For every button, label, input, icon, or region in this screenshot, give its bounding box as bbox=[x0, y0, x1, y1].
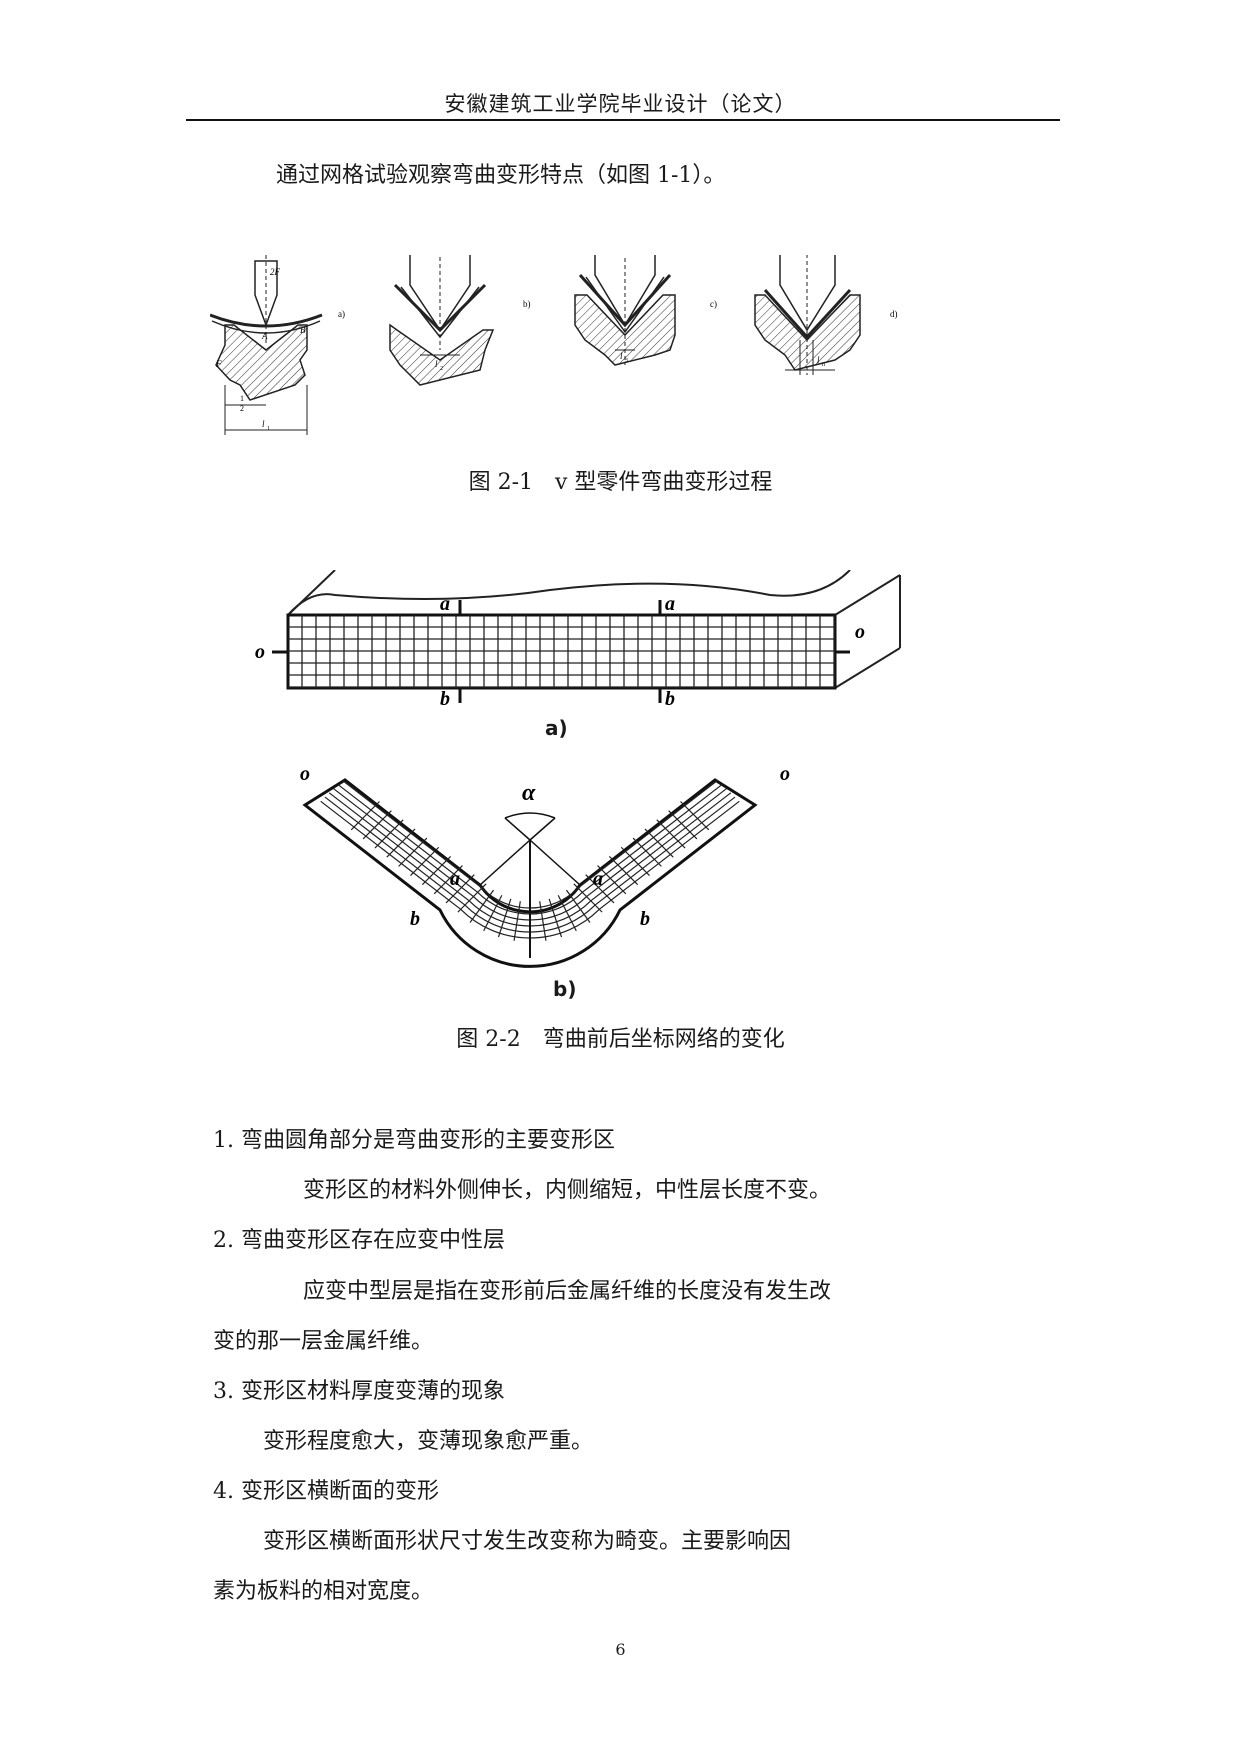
section-4-body-line-2: 素为板料的相对宽度。 bbox=[213, 1579, 434, 1604]
grid-lines-bent bbox=[320, 779, 740, 942]
bend-angle-label: α bbox=[522, 780, 536, 806]
l1-subscript: 1 bbox=[267, 426, 270, 432]
point-a-label: A bbox=[261, 331, 268, 341]
section-4-heading: 4. 变形区横断面的变形 bbox=[213, 1479, 439, 1504]
l2-label: l bbox=[435, 359, 438, 369]
ln-label: l bbox=[817, 355, 820, 365]
section-2-body-line-2: 变的那一层金属纤维。 bbox=[213, 1329, 434, 1354]
page-header-title: 安徽建筑工业学院毕业设计（论文） bbox=[444, 92, 797, 116]
figure-v-bending-process: 2F A B F 1 2 l 1 a) l 2 b) l 3 c) bbox=[210, 255, 898, 435]
page-number: 6 bbox=[615, 1640, 626, 1659]
marker-b-left: b bbox=[440, 688, 450, 710]
marker-a-right: a bbox=[665, 593, 675, 615]
section-1-heading: 1. 弯曲圆角部分是弯曲变形的主要变形区 bbox=[213, 1128, 615, 1153]
panel-b-label: b) bbox=[523, 299, 531, 309]
panel-a-label: a) bbox=[338, 309, 345, 319]
ln-subscript: n bbox=[822, 362, 825, 368]
l3-subscript: 3 bbox=[625, 358, 628, 364]
figure-2-2-panel-b-label: b) bbox=[553, 977, 577, 1001]
panel-c-diagram: l 3 c) bbox=[574, 255, 717, 366]
marker-b-right: b bbox=[665, 688, 675, 710]
panel-a-diagram: 2F A B F 1 2 l 1 a) bbox=[210, 255, 345, 435]
figure-2-2-caption: 图 2-2 弯曲前后坐标网络的变化 bbox=[456, 1027, 785, 1052]
half-denominator: 2 bbox=[240, 404, 244, 413]
grid-lines bbox=[288, 615, 835, 688]
l2-subscript: 2 bbox=[440, 366, 443, 372]
bent-marker-a-right: a bbox=[593, 868, 603, 890]
section-2-body-line-1: 应变中型层是指在变形前后金属纤维的长度没有发生改 bbox=[303, 1279, 832, 1304]
figure-grid-after-bending: α a a b b o o bbox=[300, 763, 790, 968]
section-2-heading: 2. 弯曲变形区存在应变中性层 bbox=[213, 1228, 505, 1253]
force-label: 2F bbox=[270, 267, 281, 277]
point-b-label: B bbox=[300, 325, 306, 335]
marker-o-right: o bbox=[855, 621, 865, 643]
marker-o-left: o bbox=[255, 641, 265, 663]
panel-b-diagram: l 2 b) bbox=[389, 255, 531, 386]
marker-a-left: a bbox=[440, 593, 450, 615]
section-4-body-line-1: 变形区横断面形状尺寸发生改变称为畸变。主要影响因 bbox=[263, 1529, 792, 1554]
section-3-heading: 3. 变形区材料厚度变薄的现象 bbox=[213, 1379, 505, 1404]
panel-d-diagram: l n d) bbox=[754, 255, 898, 375]
l3-label: l bbox=[620, 351, 623, 361]
header-divider bbox=[186, 119, 1060, 121]
figure-2-1-caption: 图 2-1 v 型零件弯曲变形过程 bbox=[468, 470, 773, 495]
bent-marker-b-left: b bbox=[410, 908, 420, 930]
bent-marker-a-left: a bbox=[450, 868, 460, 890]
bent-marker-o-left: o bbox=[300, 763, 310, 785]
bent-marker-o-right: o bbox=[780, 763, 790, 785]
panel-c-label: c) bbox=[710, 299, 717, 309]
half-numerator: 1 bbox=[240, 394, 244, 403]
intro-text: 通过网格试验观察弯曲变形特点（如图 1-1）。 bbox=[276, 163, 726, 188]
figure-2-2-panel-a-label: a) bbox=[545, 716, 568, 740]
force-side-label: F bbox=[215, 359, 222, 369]
section-3-body-line-1: 变形程度愈大，变薄现象愈严重。 bbox=[263, 1429, 594, 1454]
figure-grid-before-bending: a a b b o o bbox=[255, 570, 901, 710]
panel-d-label: d) bbox=[890, 309, 898, 319]
l1-label: l bbox=[262, 419, 265, 429]
section-1-body-line-1: 变形区的材料外侧伸长，内侧缩短，中性层长度不变。 bbox=[303, 1178, 832, 1203]
bent-marker-b-right: b bbox=[640, 908, 650, 930]
